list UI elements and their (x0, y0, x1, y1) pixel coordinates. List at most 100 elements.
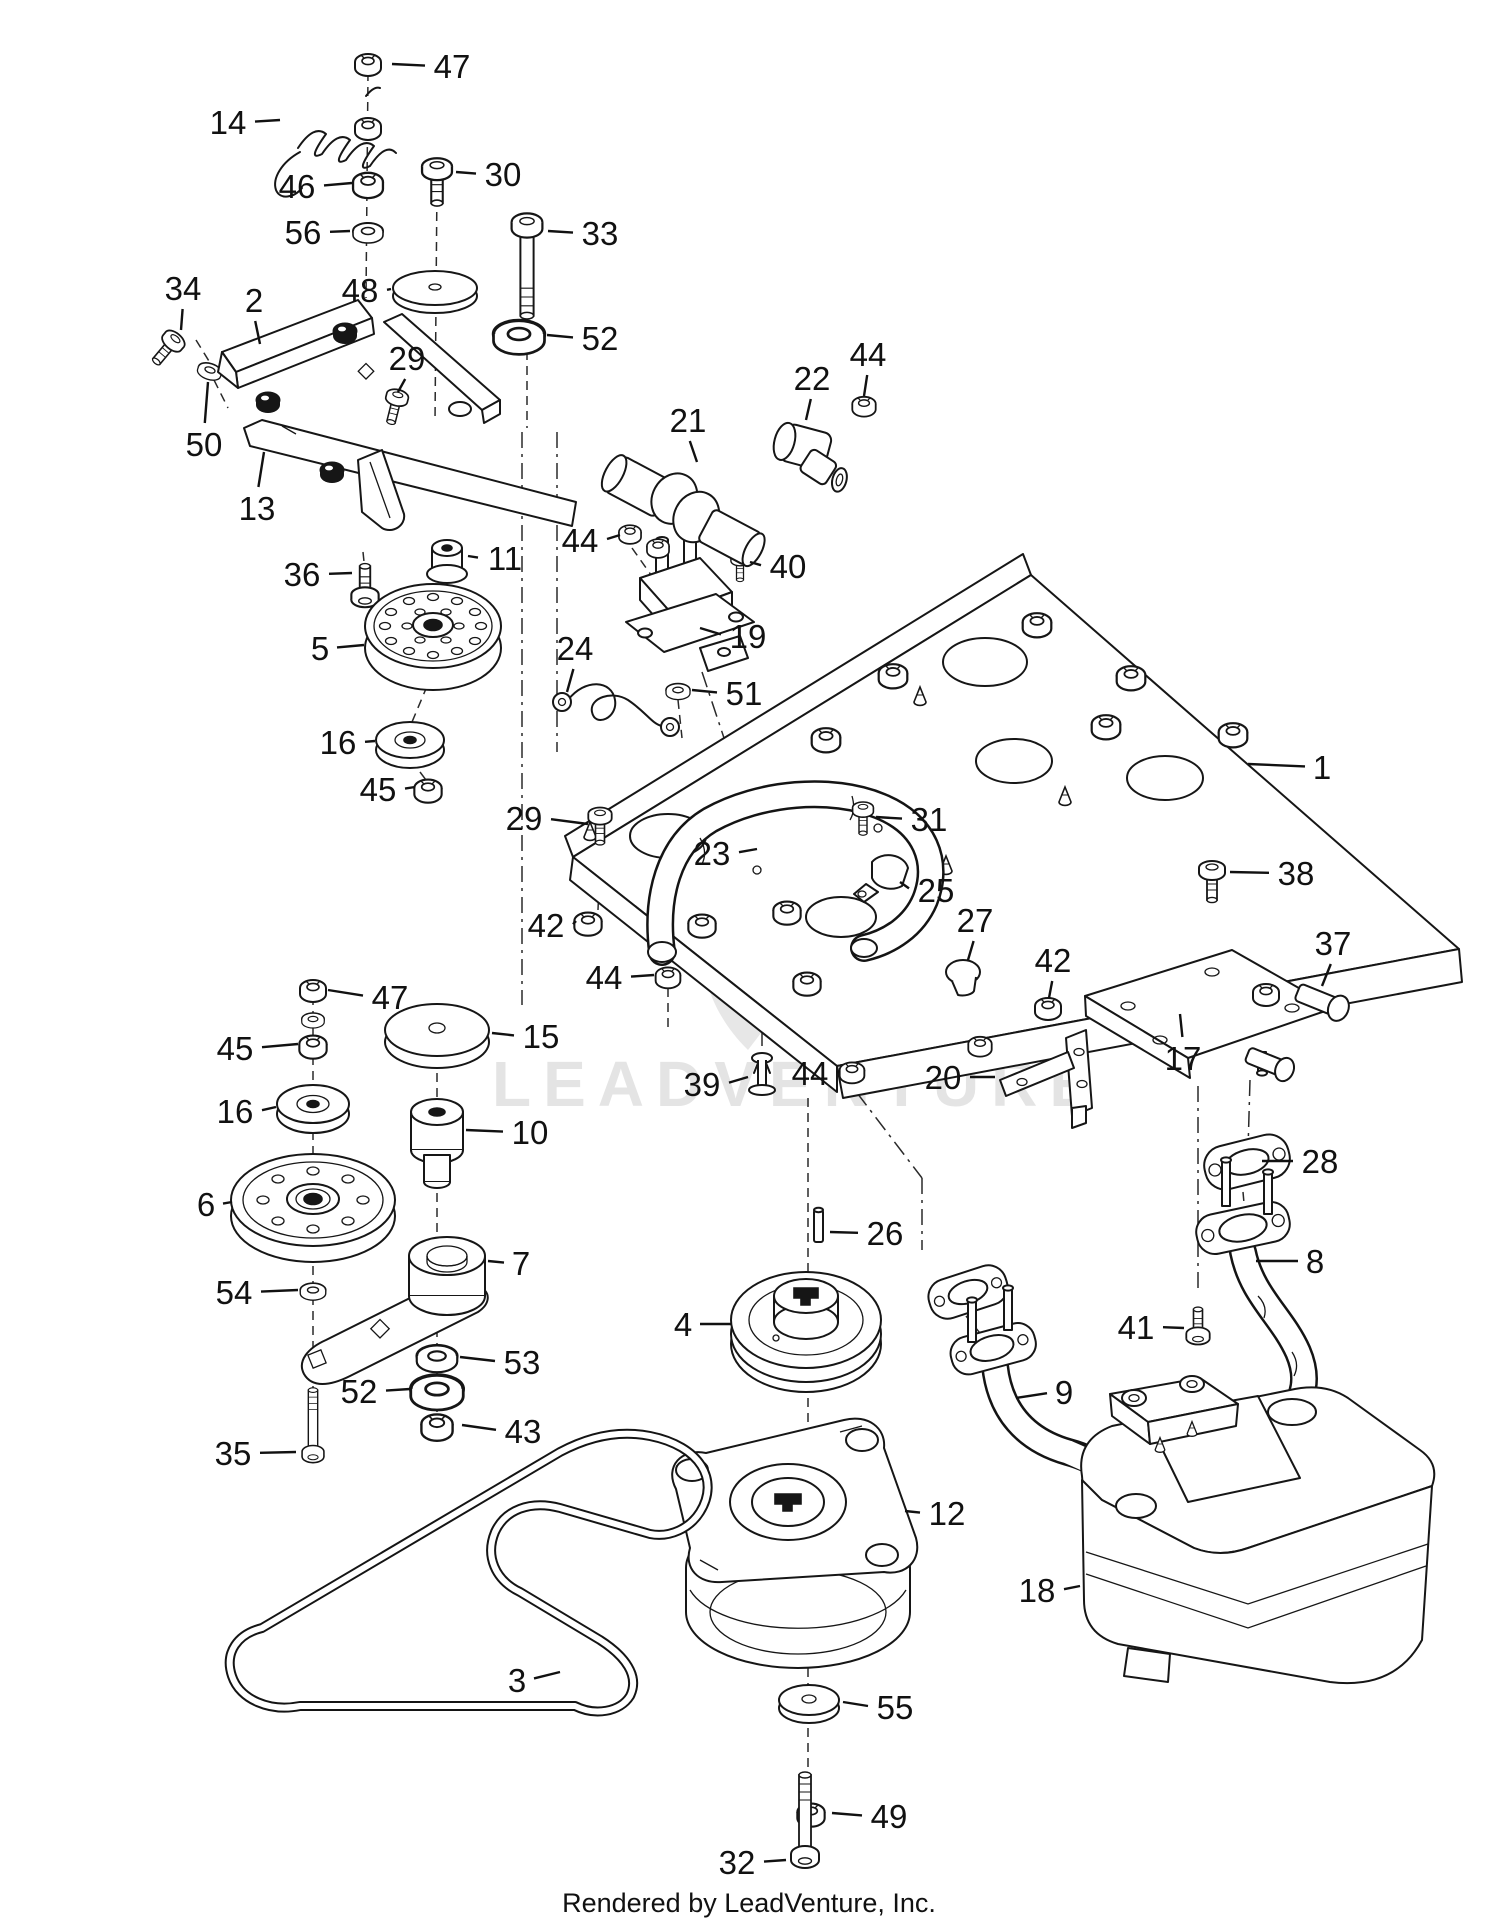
part-callout-15: 15 (491, 1018, 560, 1055)
part-number-label: 53 (504, 1344, 541, 1381)
part-number-label: 27 (957, 902, 994, 939)
part-callout-11: 11 (467, 540, 522, 577)
part-callout-17: 17 (1165, 1013, 1201, 1077)
part-30-bolt (420, 157, 454, 208)
part-callout-19: 19 (699, 618, 767, 655)
part-callout-8: 8 (1256, 1243, 1324, 1280)
part-callout-22: 22 (794, 360, 830, 421)
callout-leader-line (404, 785, 416, 790)
callout-leader-line (547, 229, 574, 234)
part-number-label: 23 (694, 835, 731, 872)
callout-leader-line (1229, 870, 1270, 874)
part-number-label: 2 (245, 282, 263, 319)
part-number-label: 20 (925, 1059, 962, 1096)
part-46-nut (351, 171, 385, 200)
part-number-label: 33 (582, 215, 619, 252)
part-number-label: 38 (1278, 855, 1315, 892)
callout-leader-line (875, 815, 903, 820)
part-number-label: 51 (726, 675, 763, 712)
callout-leader-line (461, 1423, 497, 1431)
part-number-label: 44 (586, 959, 623, 996)
callout-leader-line (328, 571, 353, 575)
part-callout-29: 29 (506, 800, 589, 837)
part-27-carriage-bolt (945, 959, 981, 997)
washer (301, 1012, 325, 1029)
callout-leader-line (336, 643, 365, 649)
callout-leader-line (691, 688, 718, 694)
part-callout-42: 42 (1035, 942, 1071, 999)
part-39-push-rivet (748, 1052, 776, 1096)
part-callout-5: 5 (311, 630, 365, 667)
part-callout-1: 1 (1247, 749, 1331, 786)
part-number-label: 7 (512, 1245, 530, 1282)
part-12-electric-clutch (671, 1417, 919, 1669)
part-callout-32: 32 (719, 1844, 787, 1881)
part-callout-45: 45 (360, 771, 416, 808)
part-number-label: 9 (1055, 1374, 1073, 1411)
part-number-label: 44 (850, 336, 887, 373)
part-number-label: 41 (1118, 1309, 1155, 1346)
part-number-label: 30 (485, 156, 522, 193)
part-number-label: 13 (239, 490, 276, 527)
part-44-nut (654, 966, 682, 990)
part-3-drive-belt (224, 1428, 713, 1717)
part-callout-18: 18 (1019, 1572, 1081, 1609)
part-number-label: 5 (311, 630, 329, 667)
part-16-pulley-washer (375, 721, 445, 769)
part-number-label: 15 (523, 1018, 560, 1055)
part-number-label: 56 (285, 214, 322, 251)
part-callout-6: 6 (197, 1186, 233, 1223)
part-44-nut (838, 1061, 866, 1085)
part-number-label: 45 (217, 1030, 254, 1067)
part-5-idler-pulley (364, 583, 502, 691)
part-number-label: 19 (730, 618, 767, 655)
part-8-exhaust-pipe (1195, 1156, 1318, 1426)
callout-leader-line (385, 1387, 411, 1392)
callout-leader-line (565, 668, 575, 693)
part-callout-41: 41 (1118, 1309, 1185, 1346)
part-callout-49: 49 (831, 1798, 907, 1835)
part-number-label: 8 (1306, 1243, 1324, 1280)
callout-leader-line (455, 170, 477, 175)
callout-leader-line (533, 1670, 561, 1680)
callout-leader-line (487, 1259, 505, 1264)
part-callout-33: 33 (547, 215, 619, 252)
part-number-label: 10 (512, 1114, 549, 1151)
part-number-label: 29 (389, 340, 426, 377)
part-callout-53: 53 (459, 1344, 541, 1381)
part-number-label: 50 (186, 426, 223, 463)
callout-leader-line (1047, 980, 1054, 999)
part-callout-9: 9 (1015, 1374, 1073, 1411)
part-number-label: 46 (279, 168, 316, 205)
part-number-label: 1 (1313, 749, 1331, 786)
part-20-support-bracket (967, 1029, 1093, 1129)
part-number-label: 25 (918, 872, 955, 909)
part-number-label: 44 (792, 1055, 829, 1092)
part-52-washer (409, 1373, 465, 1412)
part-number-label: 14 (210, 104, 247, 141)
part-callout-26: 26 (829, 1215, 903, 1252)
part-callout-24: 24 (557, 630, 593, 693)
part-18-muffler (1080, 1375, 1436, 1684)
part-callout-12: 12 (904, 1495, 965, 1532)
part-callout-46: 46 (279, 168, 353, 205)
part-callout-44: 44 (586, 959, 655, 996)
callout-leader-line (257, 451, 266, 488)
callout-leader-line (364, 739, 376, 743)
callout-leader-line (261, 1105, 277, 1112)
part-14-spring (274, 86, 397, 198)
callout-leader-line (688, 440, 699, 463)
callout-leader-line (550, 818, 589, 826)
part-callout-16: 16 (217, 1093, 277, 1130)
part-number-label: 11 (488, 540, 522, 577)
callout-leader-line (391, 62, 426, 67)
part-53-washer (415, 1343, 459, 1374)
part-callout-13: 13 (239, 451, 276, 527)
part-callout-29: 29 (389, 340, 426, 393)
part-callout-45: 45 (217, 1030, 299, 1067)
callout-leader-line (749, 560, 762, 567)
part-callout-23: 23 (694, 835, 758, 872)
part-callout-52: 52 (341, 1373, 411, 1410)
